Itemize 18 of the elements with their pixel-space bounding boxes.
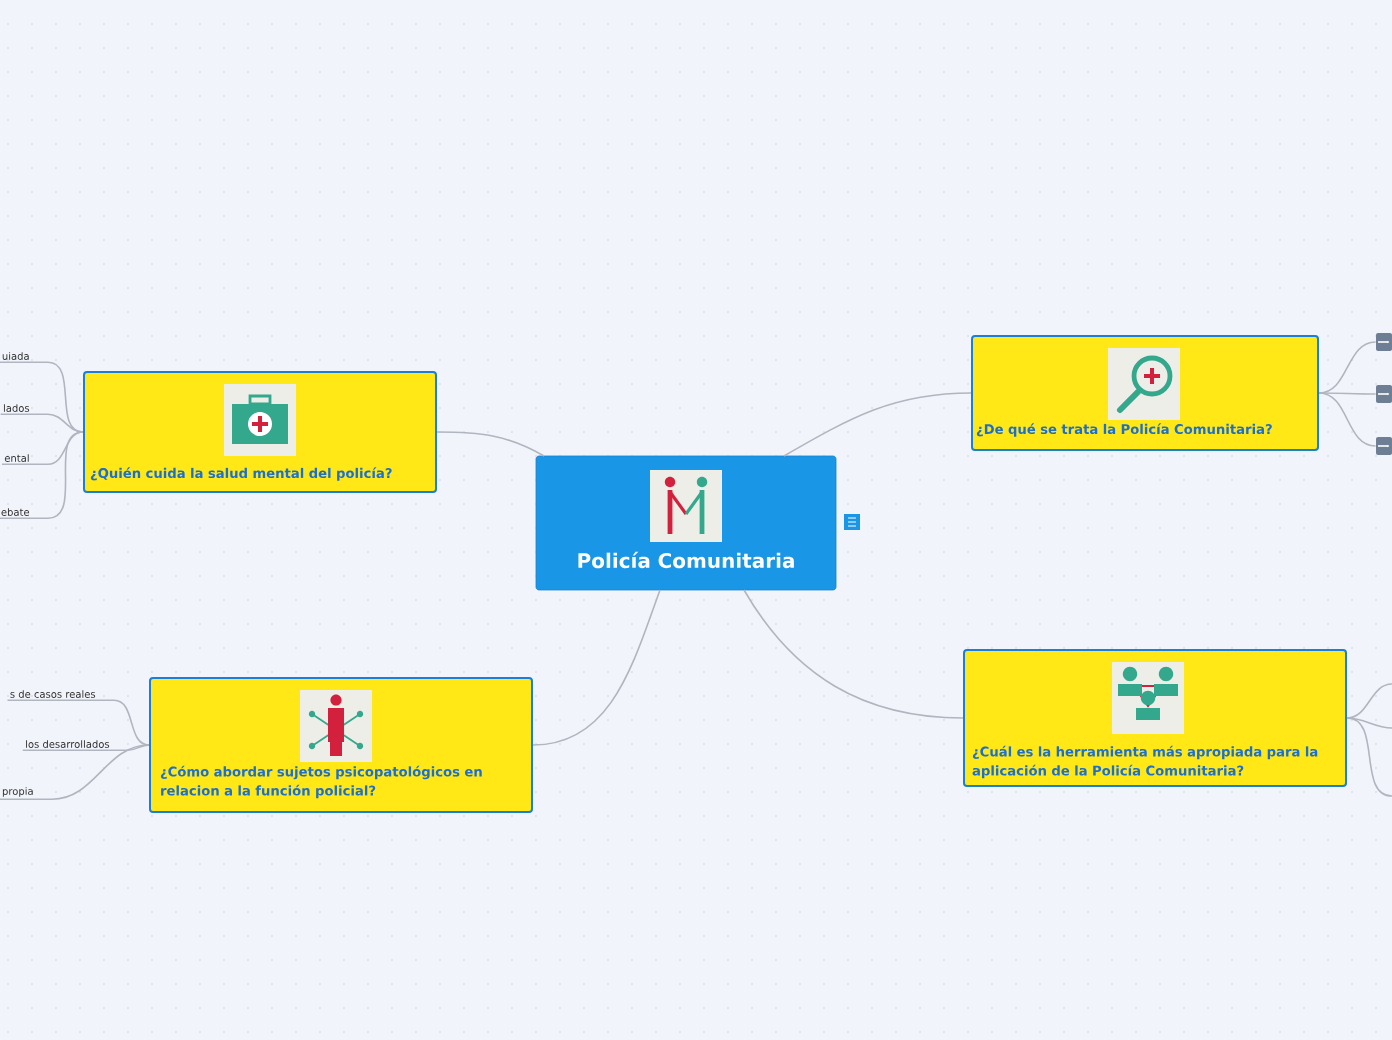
connector — [1346, 717, 1392, 797]
connector — [22, 744, 150, 752]
connector — [1346, 683, 1392, 719]
connector — [1318, 392, 1377, 395]
connector — [6, 699, 150, 746]
connector — [1, 431, 84, 466]
connector — [532, 589, 661, 746]
connector — [0, 744, 150, 801]
arrow-tag — [1376, 385, 1392, 403]
connector — [743, 589, 964, 719]
arrow-tag — [1376, 437, 1392, 455]
connector — [0, 413, 84, 433]
connector — [783, 392, 972, 457]
connector — [0, 431, 84, 520]
connector — [436, 431, 545, 457]
connector — [1346, 717, 1392, 729]
connector — [1318, 392, 1377, 447]
connector — [1318, 341, 1377, 394]
